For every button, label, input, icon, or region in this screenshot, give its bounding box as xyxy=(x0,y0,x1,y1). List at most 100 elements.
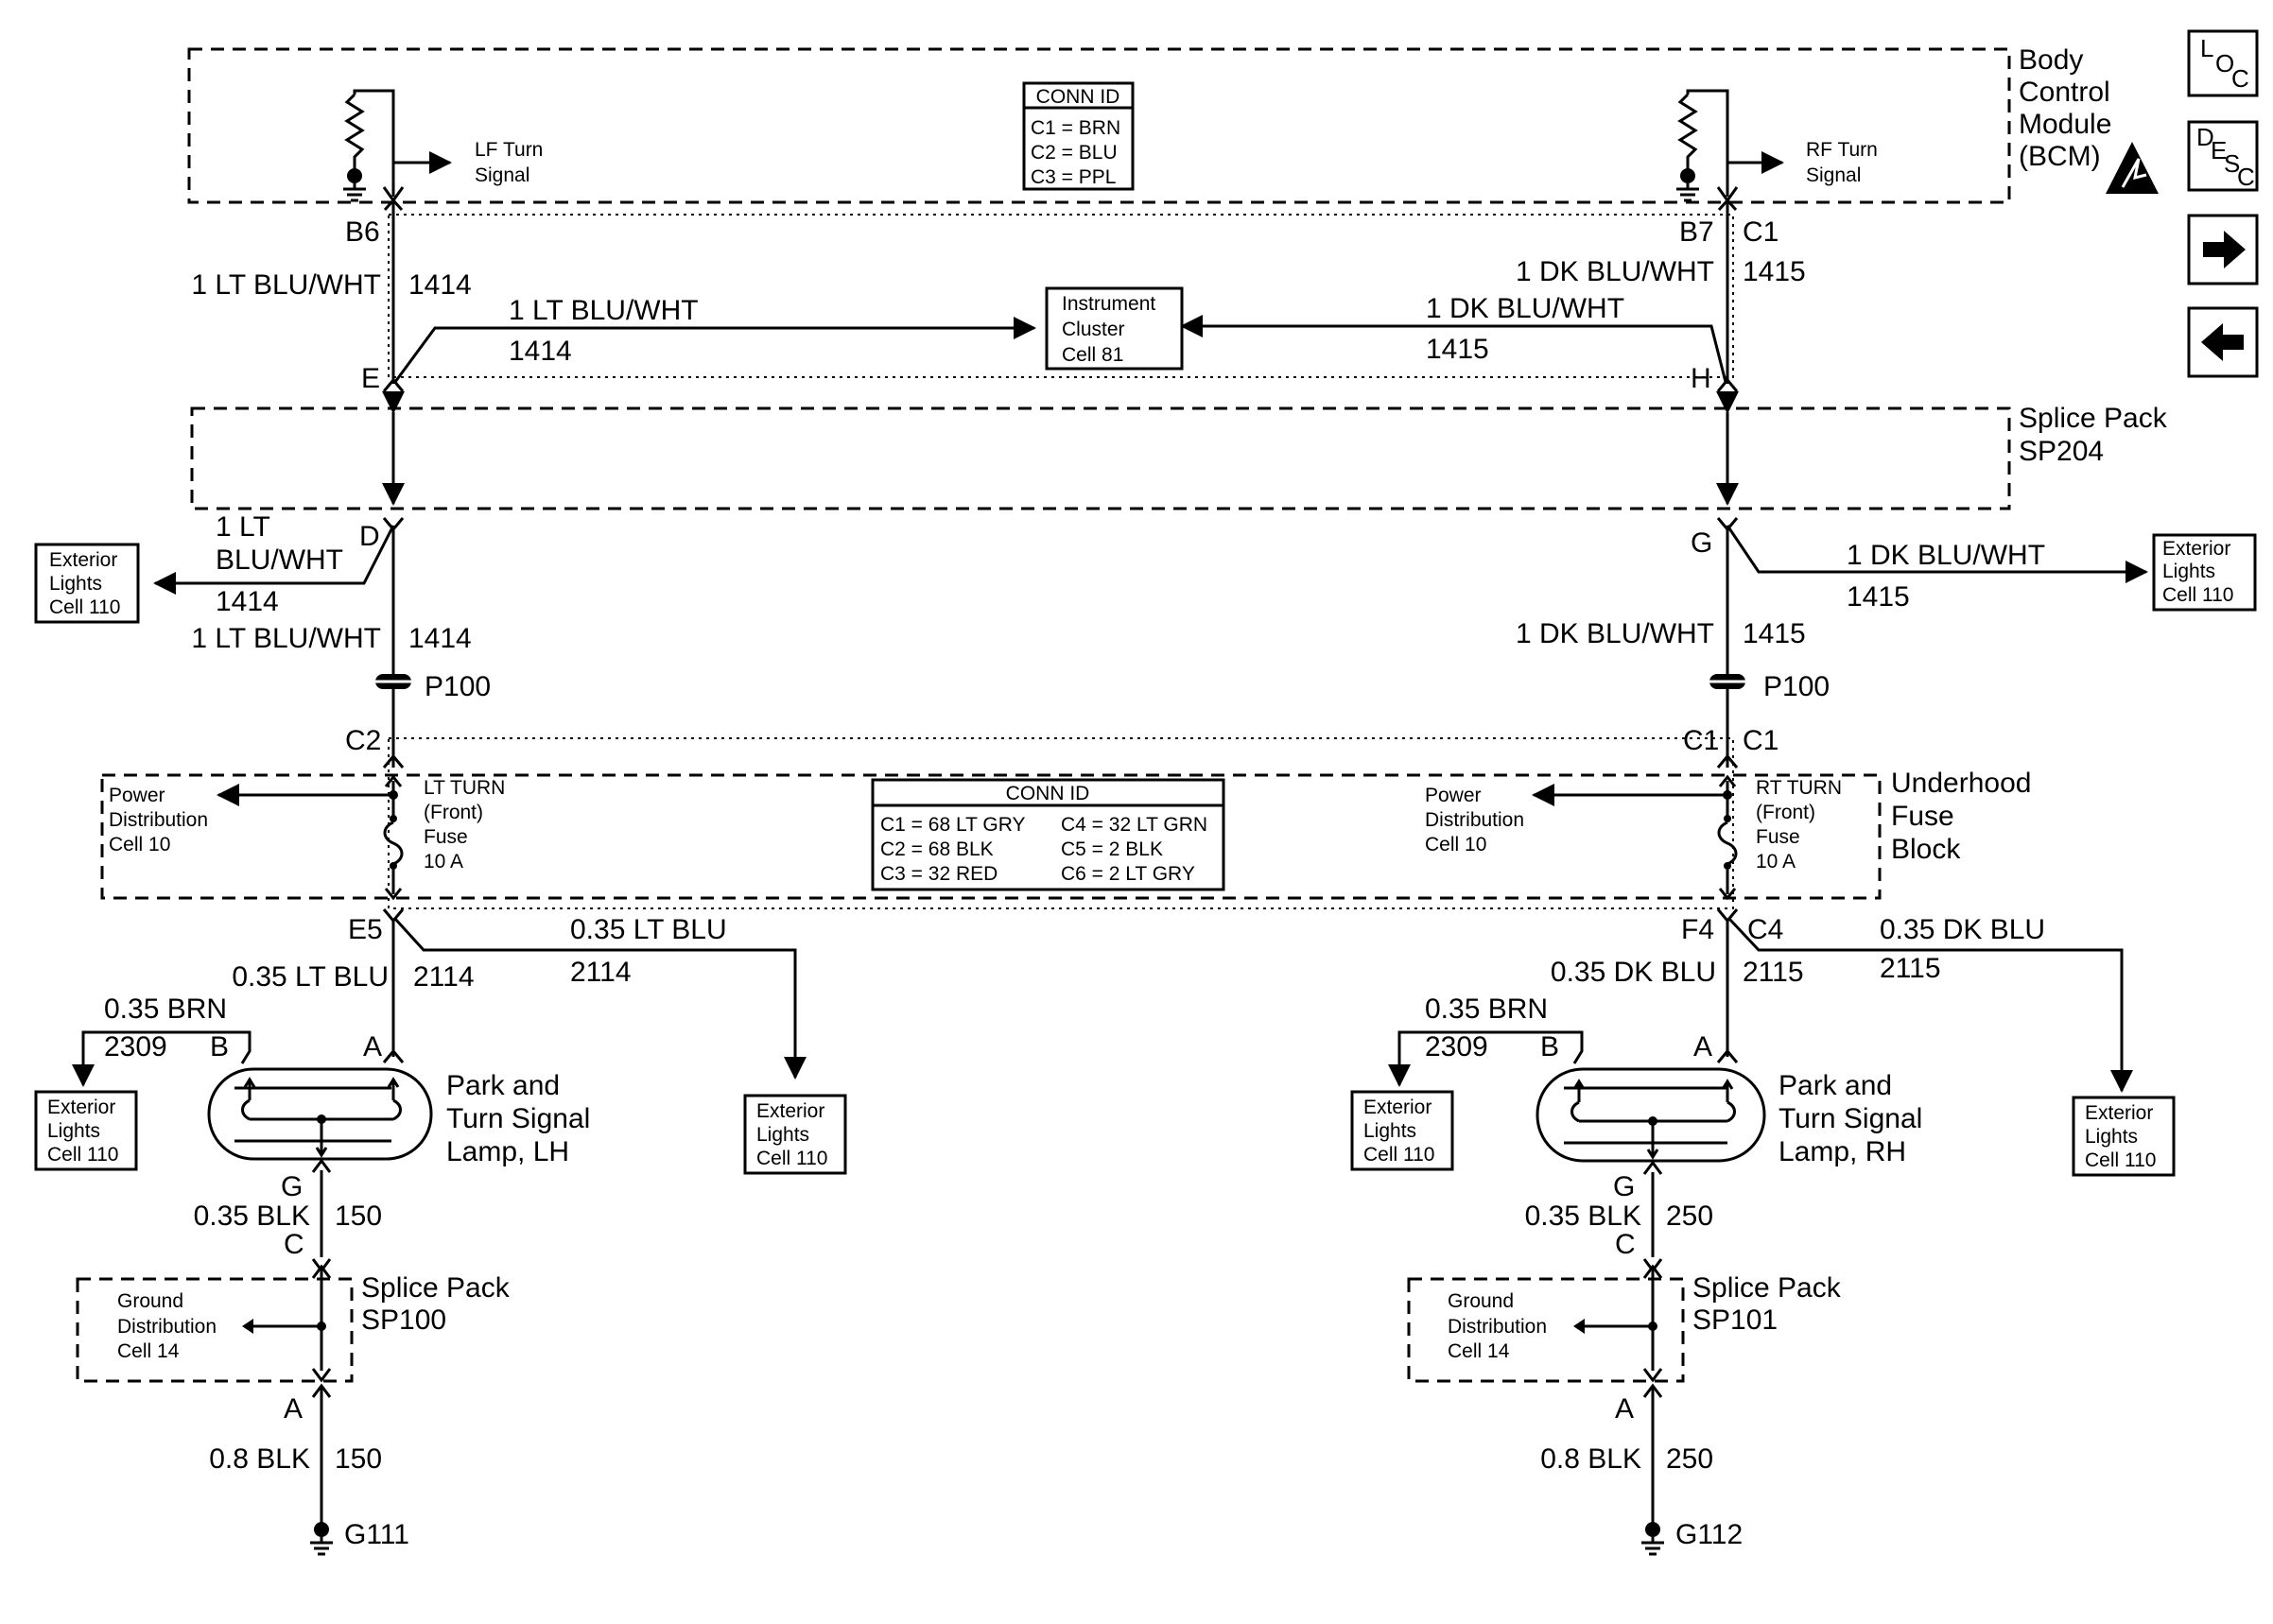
splice-pack-label: SP101 xyxy=(1692,1304,1778,1336)
exterior-lights-label: Exterior xyxy=(2085,1102,2153,1124)
esd-warning-icon xyxy=(2106,142,2159,194)
wire-color-label: 1 DK BLU/WHT xyxy=(1426,293,1624,324)
bcm-title-line: Control xyxy=(2019,77,2110,108)
conn-id-row: C4 = 32 LT GRN xyxy=(1061,814,1207,836)
left-upper-circuit: B6 1 LT BLU/WHT 1414 1 LT BLU/WHT 1414 E… xyxy=(153,198,1036,769)
bcm-conn-id-table: CONN ID C1 = BRN C2 = BLU C3 = PPL xyxy=(1022,81,1135,191)
rf-turn-signal-label: RF Turn xyxy=(1806,139,1878,161)
ground-label: G112 xyxy=(1675,1519,1743,1550)
circuit-number: 150 xyxy=(335,1201,382,1232)
pin-label: C xyxy=(284,1229,304,1260)
conn-id-title: CONN ID xyxy=(1006,783,1090,804)
wire-color-label: 1 DK BLU/WHT xyxy=(1516,618,1714,649)
left-lower-circuit: E5 0.35 LT BLU 2114 0.35 LT BLU 2114 0.3… xyxy=(72,908,807,1556)
circuit-number: 1415 xyxy=(1743,256,1806,287)
circuit-number: 1414 xyxy=(408,623,472,654)
wire-color-label: 0.35 DK BLU xyxy=(1551,957,1716,988)
right-upper-circuit: B7 C1 1 DK BLU/WHT 1415 1 DK BLU/WHT 141… xyxy=(1180,198,2148,769)
pin-label: C xyxy=(1615,1229,1636,1260)
next-page-button[interactable] xyxy=(2187,214,2259,285)
ground-distribution-label: Cell 14 xyxy=(1448,1340,1510,1362)
ground-label: G111 xyxy=(344,1519,409,1550)
power-distribution-label: Distribution xyxy=(1425,809,1524,831)
lamp-label: Park and xyxy=(446,1070,560,1101)
lamp-label: Park and xyxy=(1778,1070,1892,1101)
loc-button[interactable]: L O C xyxy=(2187,29,2259,97)
circuit-number: 250 xyxy=(1666,1443,1713,1475)
wire-color-label: 1 LT BLU/WHT xyxy=(191,623,381,654)
exterior-lights-box: Exterior Lights Cell 110 xyxy=(1350,1090,1454,1171)
circuit-number: 2114 xyxy=(413,961,475,993)
splice-pack-label: Splice Pack xyxy=(361,1272,511,1304)
desc-letter: S xyxy=(2224,149,2240,178)
exterior-lights-label: Lights xyxy=(2085,1126,2138,1148)
fuse-label: 10 A xyxy=(424,851,463,872)
lamp-label: Lamp, LH xyxy=(446,1136,569,1167)
exterior-lights-label: Exterior xyxy=(1363,1097,1431,1118)
splice-pack-label: Splice Pack xyxy=(1692,1272,1842,1304)
previous-page-button[interactable] xyxy=(2187,306,2259,378)
wire-color-label: 1 DK BLU/WHT xyxy=(1847,540,2045,571)
pin-label: F4 xyxy=(1681,914,1714,945)
exterior-lights-label: Lights xyxy=(47,1120,100,1142)
circuit-number: 1414 xyxy=(216,586,279,617)
exterior-lights-label: Lights xyxy=(756,1124,809,1146)
circuit-number: 1415 xyxy=(1847,581,1910,613)
circuit-number: 1414 xyxy=(408,269,472,301)
pin-label: B xyxy=(1540,1031,1559,1063)
power-distribution-label: Cell 10 xyxy=(109,834,170,855)
fuse-label: LT TURN xyxy=(424,777,505,799)
pin-label: H xyxy=(1691,363,1711,394)
pin-label: B7 xyxy=(1679,216,1714,248)
ground-icon xyxy=(1641,1522,1664,1556)
ground-distribution-label: Ground xyxy=(1448,1290,1514,1312)
exterior-lights-box: Exterior Lights Cell 110 xyxy=(34,1090,138,1171)
conn-id-row: C5 = 2 BLK xyxy=(1061,838,1163,860)
pin-label: C1 xyxy=(1683,725,1719,756)
bcm-title-line: (BCM) xyxy=(2019,141,2101,172)
fuse-label: RT TURN xyxy=(1756,777,1842,799)
exterior-lights-label: Lights xyxy=(1363,1120,1416,1142)
desc-letter: D xyxy=(2196,123,2214,151)
splice-pack-label: SP204 xyxy=(2019,436,2104,467)
pin-label: E xyxy=(361,363,380,394)
pin-label: G xyxy=(281,1171,303,1202)
circuit-number: 2309 xyxy=(104,1031,167,1063)
exterior-lights-label: Cell 110 xyxy=(2162,584,2234,606)
exterior-lights-label: Cell 110 xyxy=(49,596,121,618)
lamp-label: Turn Signal xyxy=(446,1103,590,1134)
lamp-label: Turn Signal xyxy=(1778,1103,1922,1134)
ground-distribution-label: Ground xyxy=(117,1290,183,1312)
pin-label: B xyxy=(210,1031,229,1063)
fuse-block-title: Block xyxy=(1891,834,1961,865)
p100-connector-icon xyxy=(375,674,411,689)
fuse-block-title: Fuse xyxy=(1891,801,1954,832)
wire-color-label: 1 LT xyxy=(216,511,270,543)
wire-color-label: 1 LT BLU/WHT xyxy=(509,295,699,326)
conn-id-row: C2 = 68 BLK xyxy=(880,838,994,860)
p100-connector-icon xyxy=(1709,674,1745,689)
circuit-number: 150 xyxy=(335,1443,382,1475)
exterior-lights-label: Exterior xyxy=(2162,538,2230,560)
rf-turn-signal-label: Signal xyxy=(1806,164,1861,186)
desc-button[interactable]: D E S C xyxy=(2187,120,2259,192)
conn-id-title: CONN ID xyxy=(1036,86,1120,108)
exterior-lights-label: Exterior xyxy=(47,1097,115,1118)
fuse-label: 10 A xyxy=(1756,851,1796,872)
power-distribution-label: Power xyxy=(109,785,165,806)
conn-id-row: C1 = BRN xyxy=(1031,117,1120,139)
splice-pack-sp204: Splice Pack SP204 xyxy=(190,403,2168,510)
right-lower-circuit: F4 C4 0.35 DK BLU 2115 0.35 DK BLU 2115 … xyxy=(1388,908,2133,1556)
splice-pack-label: Splice Pack xyxy=(2019,403,2168,434)
wire-color-label: 0.35 LT BLU xyxy=(570,914,727,945)
exterior-lights-label: Cell 110 xyxy=(756,1148,828,1169)
wire-color-label: 0.35 LT BLU xyxy=(232,961,389,993)
exterior-lights-label: Lights xyxy=(49,573,102,595)
wire-color-label: 0.8 BLK xyxy=(1540,1443,1641,1475)
fuse-block-conn-id-table: CONN ID C1 = 68 LT GRY C2 = 68 BLK C3 = … xyxy=(871,778,1225,891)
circuit-number: 2115 xyxy=(1743,957,1804,988)
cluster-label: Cell 81 xyxy=(1062,344,1123,366)
fuse-label: (Front) xyxy=(1756,802,1815,823)
exterior-lights-box: Exterior Lights Cell 110 xyxy=(743,1094,847,1175)
